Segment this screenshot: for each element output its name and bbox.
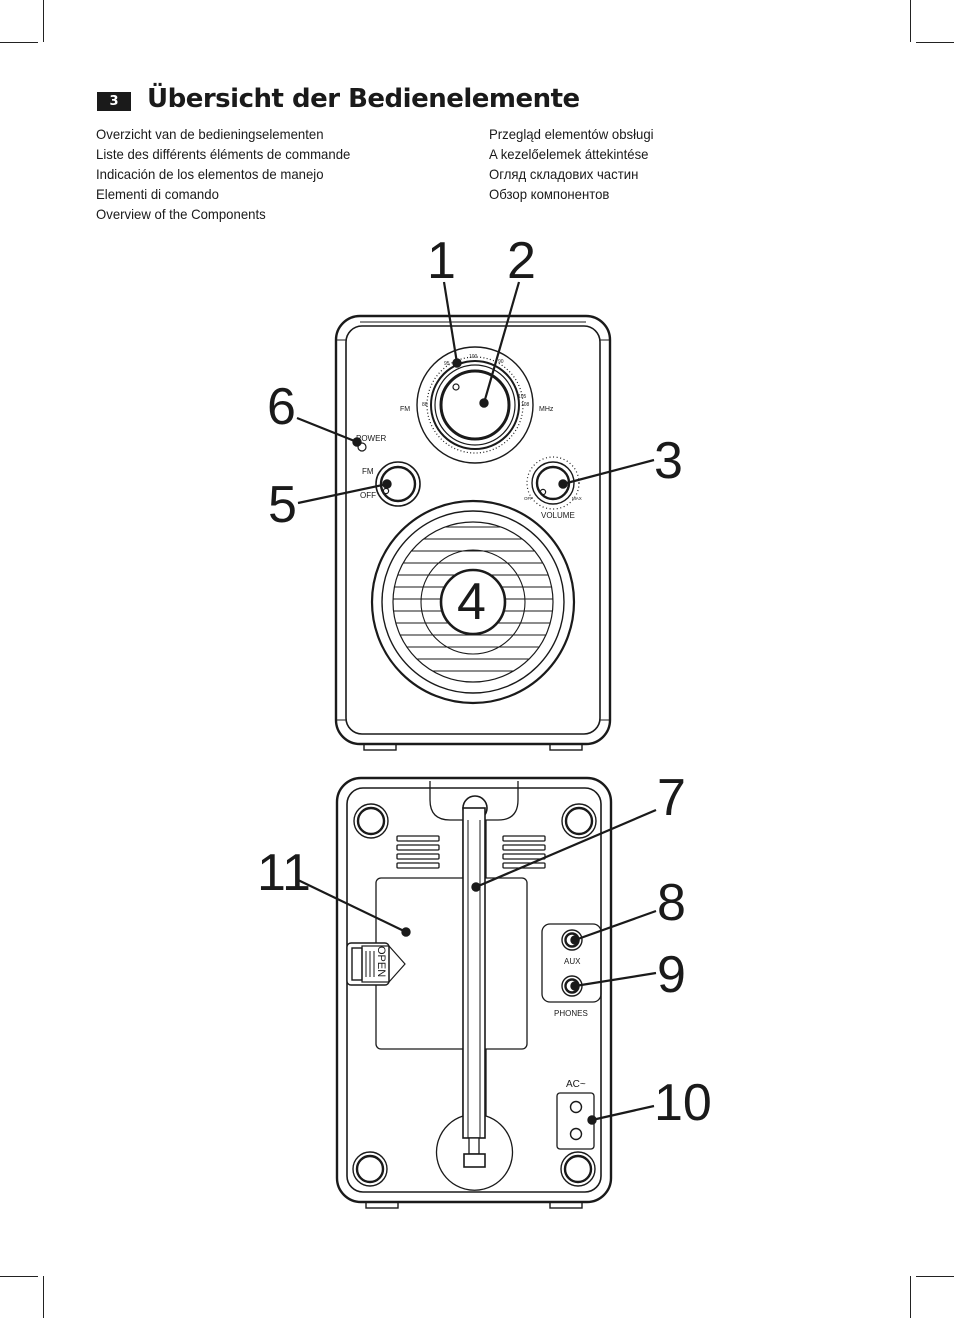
crop-mark-bottom-right-v bbox=[910, 1276, 911, 1318]
subtitle-italian: Elementi di comando bbox=[96, 186, 219, 202]
leader-lines bbox=[296, 281, 657, 1125]
label-dial-fm: FM bbox=[400, 406, 410, 413]
label-dial-100: 100 bbox=[469, 354, 478, 360]
front-panel-labels: FM MHz 100 95 90 105 88 108 POWER FM OFF… bbox=[356, 354, 582, 520]
front-cabinet-inner bbox=[345, 325, 601, 735]
band-switch[interactable] bbox=[375, 461, 421, 507]
back-cabinet-outer bbox=[335, 776, 613, 1204]
subtitle-list-left: Overzicht van de bedieningselementen Lis… bbox=[96, 124, 367, 224]
telescopic-antenna bbox=[462, 795, 488, 1168]
callout-6: 6 bbox=[267, 378, 296, 436]
label-power: POWER bbox=[356, 434, 386, 443]
label-dial-105: 105 bbox=[518, 394, 527, 400]
crop-mark-top-right-v bbox=[910, 0, 911, 42]
crop-mark-top-right-h bbox=[916, 42, 954, 43]
callout-numbers: 1 2 3 4 5 6 7 8 9 10 11 bbox=[257, 232, 712, 1132]
callout-10: 10 bbox=[654, 1074, 712, 1132]
radio-back-view bbox=[335, 776, 613, 1209]
callout-7: 7 bbox=[657, 769, 686, 827]
vent-right bbox=[502, 835, 546, 869]
crop-mark-bottom-right-h bbox=[916, 1276, 954, 1277]
back-panel-labels: OPEN AUX PHONES AC~ bbox=[375, 946, 588, 1090]
label-ac: AC~ bbox=[566, 1079, 586, 1090]
label-switch-off: OFF bbox=[360, 491, 376, 500]
screw-top-left bbox=[353, 803, 389, 839]
subtitle-english: Overview of the Components bbox=[96, 206, 266, 222]
callout-3: 3 bbox=[654, 432, 683, 490]
label-aux: AUX bbox=[564, 957, 581, 966]
label-phones: PHONES bbox=[554, 1009, 588, 1018]
label-volume-max: MAX bbox=[572, 496, 582, 501]
back-foot-left bbox=[365, 1201, 399, 1209]
label-open: OPEN bbox=[375, 946, 387, 977]
page-title: Übersicht der Bedienelemente bbox=[147, 84, 580, 114]
crop-mark-top-left-h bbox=[0, 42, 38, 43]
crop-mark-bottom-left-h bbox=[0, 1276, 38, 1277]
jack-panel bbox=[541, 923, 602, 1003]
battery-compartment bbox=[375, 877, 528, 1050]
subtitle-hungarian: A kezelőelemek áttekintése bbox=[489, 146, 649, 162]
back-foot-right bbox=[549, 1201, 583, 1209]
front-cabinet-outer bbox=[334, 314, 612, 746]
callout-1: 1 bbox=[427, 232, 456, 290]
subtitle-dutch: Overzicht van de bedieningselementen bbox=[96, 126, 324, 142]
front-foot-left bbox=[363, 743, 397, 751]
callout-5: 5 bbox=[268, 476, 297, 534]
callout-11: 11 bbox=[257, 844, 311, 902]
callout-2: 2 bbox=[507, 232, 536, 290]
subtitle-list-right: Przegląd elementów obsługi A kezelőeleme… bbox=[489, 124, 664, 204]
callout-8: 8 bbox=[657, 874, 686, 932]
callout-9: 9 bbox=[657, 946, 686, 1004]
label-switch-fm: FM bbox=[362, 467, 374, 476]
label-volume-off: OFF bbox=[524, 496, 533, 501]
label-volume: VOLUME bbox=[541, 511, 575, 520]
label-dial-88: 88 bbox=[422, 402, 428, 408]
page-number-badge: 3 bbox=[97, 92, 131, 111]
volume-knob[interactable] bbox=[526, 456, 580, 510]
radio-front-view bbox=[334, 314, 612, 751]
vent-left bbox=[396, 835, 440, 869]
subtitle-ukrainian: Огляд складових частин bbox=[489, 166, 639, 182]
battery-latch[interactable] bbox=[346, 942, 406, 986]
crop-mark-bottom-left-v bbox=[43, 1276, 44, 1318]
front-foot-right bbox=[549, 743, 583, 751]
label-dial-95: 95 bbox=[444, 361, 450, 367]
power-led bbox=[357, 442, 367, 452]
screw-bottom-right bbox=[560, 1151, 596, 1187]
subtitle-french: Liste des différents éléments de command… bbox=[96, 146, 351, 162]
screw-bottom-left bbox=[352, 1151, 388, 1187]
speaker-grille bbox=[370, 499, 576, 705]
label-dial-mhz: MHz bbox=[539, 406, 554, 413]
callout-4: 4 bbox=[457, 573, 486, 631]
screw-top-right bbox=[561, 803, 597, 839]
subtitle-russian: Обзор компонентов bbox=[489, 186, 610, 202]
subtitle-polish: Przegląd elementów obsługi bbox=[489, 126, 654, 142]
crop-mark-top-left-v bbox=[43, 0, 44, 42]
subtitle-spanish: Indicación de los elementos de manejo bbox=[96, 166, 324, 182]
label-dial-90: 90 bbox=[498, 359, 504, 365]
label-dial-108: 108 bbox=[521, 402, 530, 408]
tuning-knob[interactable] bbox=[416, 346, 534, 464]
